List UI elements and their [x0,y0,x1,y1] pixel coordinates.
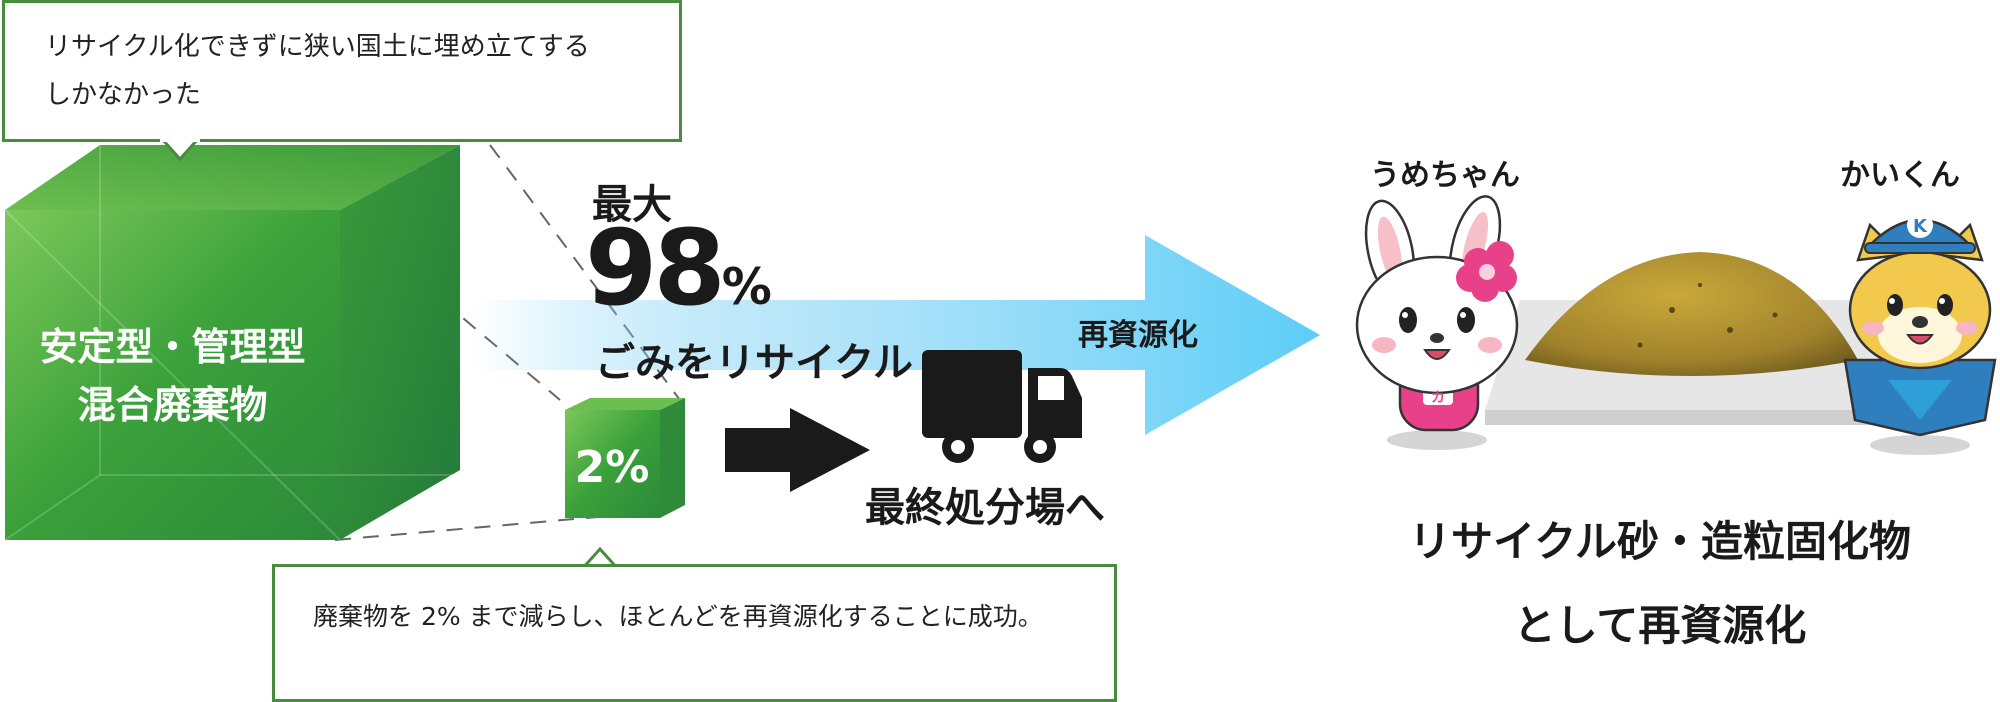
rabbit-character [1355,195,1519,450]
small-cube-label: 2% [575,442,650,493]
sand-pile [1525,252,1858,376]
big-cube-label: 安定型・管理型 混合廃棄物 [5,318,340,434]
result-line2: として再資源化 [1513,601,1807,650]
rabbit-name: うめちゃん [1370,158,1520,193]
arrow-label: 再資源化 [1078,318,1198,353]
bottom-callout-text: 廃棄物を 2% まで減らし、ほとんどを再資源化することに成功。 [313,602,1043,631]
top-callout-pointer [160,139,200,162]
recycle-number: 98 [585,207,726,329]
top-callout: リサイクル化できずに狭い国土に埋め立てする しかなかった [2,0,682,142]
landfill-label: 最終処分場へ [865,485,1105,531]
big-cube [4,145,460,541]
recycle-unit: % [721,258,772,316]
result-line1: リサイクル砂・造粒固化物 [1409,517,1911,566]
top-callout-text: リサイクル化できずに狭い国土に埋め立てする しかなかった [45,32,590,110]
plum-flower-icon [1456,241,1517,302]
bottom-callout: 廃棄物を 2% まで減らし、ほとんどを再資源化することに成功。 [272,564,1117,702]
hat-badge-label: K [1913,216,1928,237]
shirt-badge-label: カ [1431,390,1445,406]
landfill-arrow [725,408,870,492]
recycle-prefix: 最大 [592,182,672,228]
small-cube [565,398,685,518]
recycle-caption: ごみをリサイクル [595,340,913,386]
recycle-arrow [475,235,1320,435]
dog-character [1843,212,1997,455]
dog-name: かいくん [1840,158,1960,193]
truck-icon [922,350,1082,463]
big-cube-line2: 混合廃棄物 [77,383,268,427]
big-cube-line1: 安定型・管理型 [39,325,306,369]
recycle-percentage: 98% [585,216,772,349]
result-label: リサイクル砂・造粒固化物 として再資源化 [1380,500,1940,668]
